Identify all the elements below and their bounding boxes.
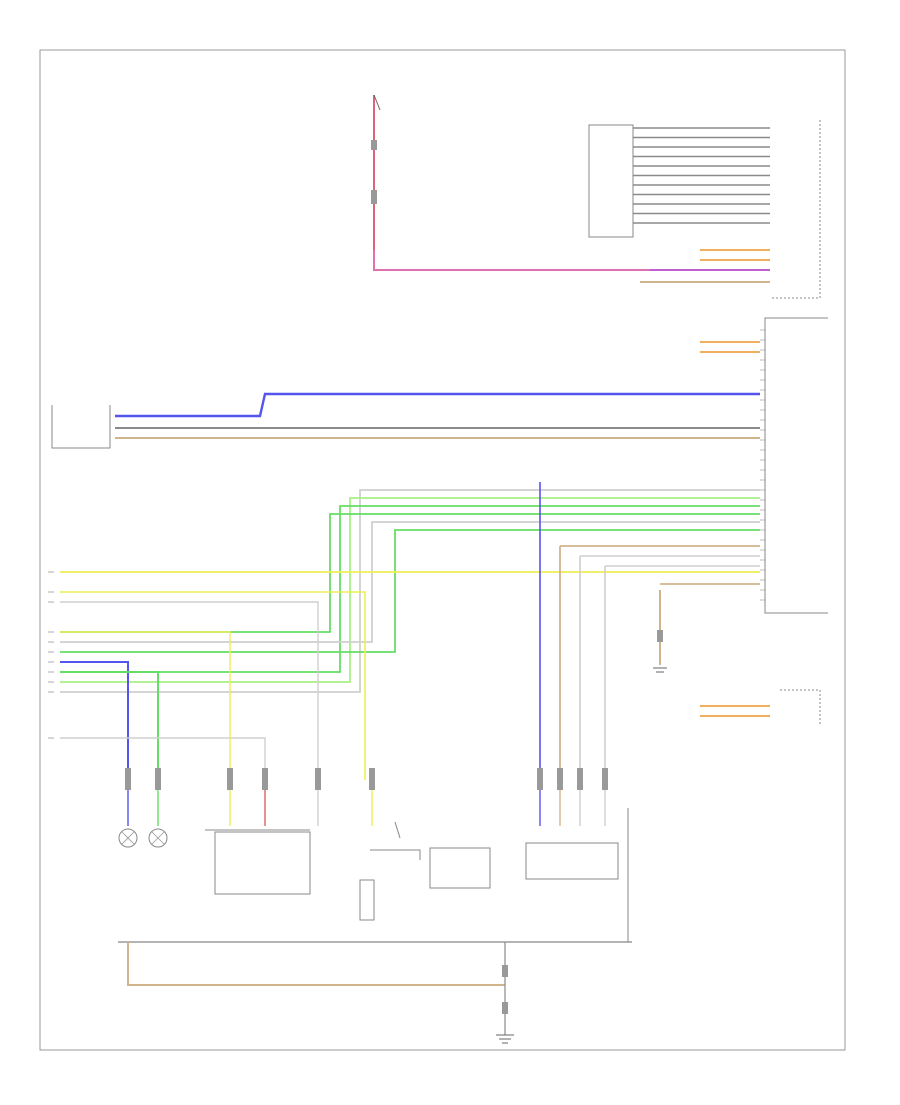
wire: [60, 591, 366, 780]
wire: [60, 505, 760, 673]
wire: [579, 555, 760, 780]
connector-pin-icon: [369, 768, 375, 790]
connector-pin-icon: [502, 965, 508, 977]
drop-wires: [125, 768, 608, 826]
wire: [60, 601, 319, 780]
bottom-components: [118, 808, 629, 942]
wire: [60, 631, 231, 770]
diagram-frame: [39, 49, 846, 1051]
connector-pin-icon: [602, 768, 608, 790]
connector-pin-icon: [657, 630, 663, 642]
connector-pin-icon: [315, 768, 321, 790]
wire: [60, 521, 760, 643]
wire: [60, 497, 760, 683]
wire: [604, 565, 760, 780]
fuse-feed: [371, 94, 770, 271]
connector-pin-icon: [125, 768, 131, 790]
ground-bus: [118, 941, 632, 1044]
wire: [60, 489, 760, 693]
connector-pin-icon: [371, 190, 377, 204]
left-connector: [48, 571, 54, 739]
connector-pin-icon: [557, 768, 563, 790]
ground-icon: [653, 667, 667, 673]
module-right-main: [760, 317, 828, 614]
lamp-icon: [118, 828, 138, 848]
lamp-icon: [148, 828, 168, 848]
module-switch-center: [429, 847, 491, 889]
wire: [60, 661, 129, 770]
module-turn-signal-switch: [588, 124, 634, 238]
connector-pin-icon: [537, 768, 543, 790]
left-sensor: [51, 392, 760, 449]
wire: [60, 671, 159, 770]
connector-pin-icon: [227, 768, 233, 790]
wire: [60, 737, 266, 770]
right-lower-feeds: [653, 590, 821, 725]
right-upper-feeds: [700, 341, 760, 353]
connector-pin-icon: [577, 768, 583, 790]
connector-pin-icon: [371, 140, 377, 150]
connector-pin-icon: [262, 768, 268, 790]
top-right-feeds: [640, 249, 770, 283]
mid-wire-harness: [60, 482, 760, 780]
wire: [559, 545, 760, 780]
relay-icon: [359, 879, 375, 921]
wire: [60, 529, 760, 653]
top-wire-bundle: [633, 127, 770, 224]
connector-pin-icon: [502, 1002, 508, 1014]
connector-pin-icon: [155, 768, 161, 790]
module-top-right: [770, 120, 821, 299]
ground-icon: [496, 1034, 514, 1044]
wire: [60, 513, 760, 633]
module-bottom-right: [525, 842, 619, 880]
module-headlamp-switch: [214, 831, 311, 895]
